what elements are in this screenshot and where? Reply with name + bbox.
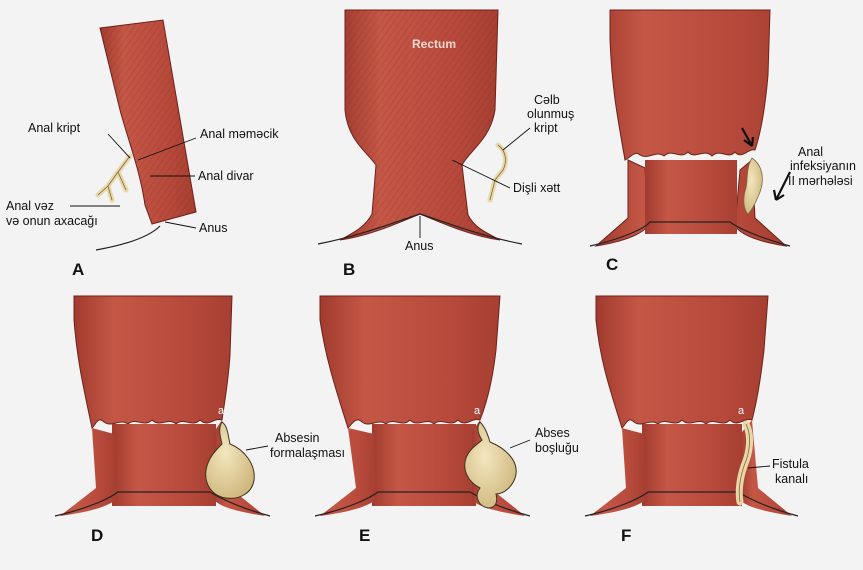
label-c-1: Anal [798,145,823,159]
canal-body-e [372,424,476,506]
label-anal-divar: Anal divar [198,169,254,183]
panel-a: Anal kript Anal məməcik Anal divar Anal … [6,20,279,279]
panel-letter-f: F [621,526,631,545]
panel-c: Anal infeksiyanın II mərhələsi C [590,10,856,274]
rectum-shape-d [74,296,232,428]
panel-letter-e: E [359,526,370,545]
label-f-1: Fistula [772,457,809,471]
label-e-1: Abses [535,426,570,440]
label-f-2: kanalı [775,472,808,486]
label-c-2: infeksiyanın [790,159,856,173]
leader-absesin [246,446,268,450]
anal-skin-a [96,226,160,250]
marker-a-f: a [738,405,745,417]
panel-letter-c: C [606,255,618,274]
panel-e: a Abses boşluğu E [315,296,579,545]
leader-anal-kript [108,134,130,158]
leader-anus-a [165,222,196,228]
leader-abses [510,440,530,448]
label-rectum: Rectum [412,37,456,51]
panel-letter-d: D [91,526,103,545]
rectum-shape-e [320,296,500,428]
label-c-3: II mərhələsi [788,174,853,188]
label-anus-b: Anus [405,239,434,253]
left-flap-d [60,428,116,516]
leader-celb [503,128,530,150]
canal-body-c [645,160,737,234]
wall-texture-a [100,20,196,224]
panel-d: a Absesin formalaşması D [55,296,345,545]
left-flap-e [320,428,376,516]
canal-body-d [112,424,216,506]
left-flap-f [590,428,646,516]
panel-letter-a: A [72,260,84,279]
label-celb-3: kript [534,121,558,135]
marker-a-e: a [474,405,481,417]
canal-body-f [642,424,742,506]
panel-b: Rectum Cəlb olunmuş kript Dişli xətt Anu… [318,10,574,279]
label-anal-vez-1: Anal vəz [6,199,54,213]
label-celb-2: olunmuş [527,107,574,121]
label-d-2: formalaşması [270,446,345,460]
label-disli-xett: Dişli xətt [513,181,561,195]
label-anus-a: Anus [199,221,228,235]
label-e-2: boşluğu [535,441,579,455]
panel-f: a Fistula kanalı F [585,296,809,545]
label-anal-kript: Anal kript [28,121,81,135]
label-anal-vez-2: və onun axacağı [6,214,98,228]
label-anal-memecik: Anal məməcik [200,127,279,141]
panel-letter-b: B [343,260,355,279]
marker-a-d: a [218,405,225,417]
label-d-1: Absesin [275,431,320,445]
label-celb-1: Cəlb [534,93,560,107]
